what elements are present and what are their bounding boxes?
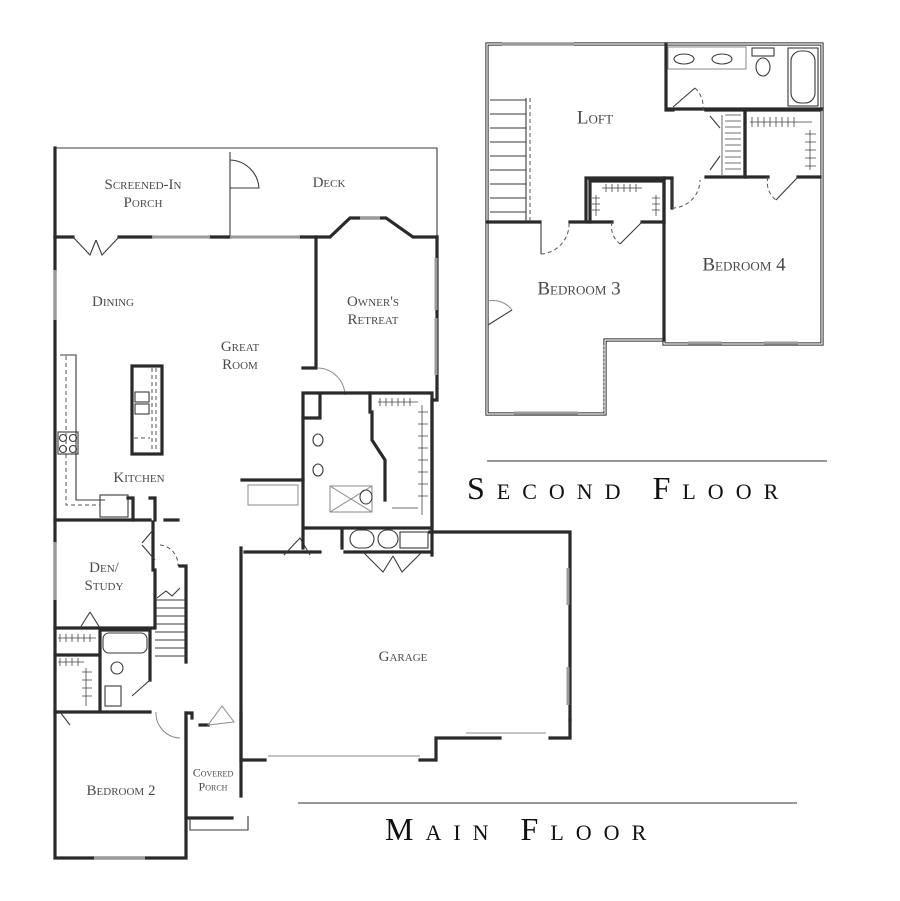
- room-label-bedroom-2: Bedroom 2: [86, 783, 156, 799]
- second-floor-plan: [485, 42, 824, 416]
- room-label-garage: Garage: [378, 649, 428, 665]
- room-label-bedroom-3: Bedroom 3: [537, 278, 621, 300]
- room-label-covered-porch: Covered Porch: [193, 766, 233, 795]
- stairs-second-floor: [490, 98, 531, 222]
- second-floor-title: Second Floor: [467, 470, 791, 506]
- room-label-kitchen: Kitchen: [113, 470, 165, 486]
- room-label-line: Den/: [89, 560, 119, 576]
- room-label-line: Study: [84, 578, 124, 594]
- room-label-line: Porch: [123, 195, 163, 211]
- room-label-line: Porch: [198, 780, 228, 794]
- stairs-main-floor: [155, 587, 186, 657]
- room-label-line: Retreat: [347, 312, 399, 328]
- room-label-line: Owner's: [346, 294, 400, 310]
- main-floor-plan: [53, 146, 572, 860]
- room-label-line: Covered: [192, 765, 234, 780]
- closet-hanging-rod: [592, 184, 660, 216]
- room-label-dining: Dining: [92, 294, 134, 310]
- closet-hanging-rod: [721, 114, 816, 175]
- room-label-owners-retreat: Owner's Retreat: [347, 293, 399, 329]
- room-label-great-room: Great Room: [221, 338, 259, 374]
- room-label-screened-in-porch: Screened-In Porch: [105, 176, 182, 212]
- closet-hanging-rod: [58, 634, 96, 706]
- room-label-bedroom-4: Bedroom 4: [702, 254, 786, 276]
- room-label-line: Screened-In: [104, 177, 182, 193]
- room-label-loft: Loft: [576, 107, 614, 129]
- room-label-line: Great: [220, 339, 260, 355]
- room-label-deck: Deck: [312, 175, 346, 191]
- main-floor-title: Main Floor: [385, 811, 659, 847]
- room-label-den-study: Den/ Study: [85, 559, 124, 595]
- closet-hanging-rod: [378, 398, 428, 515]
- room-label-line: Room: [222, 357, 258, 373]
